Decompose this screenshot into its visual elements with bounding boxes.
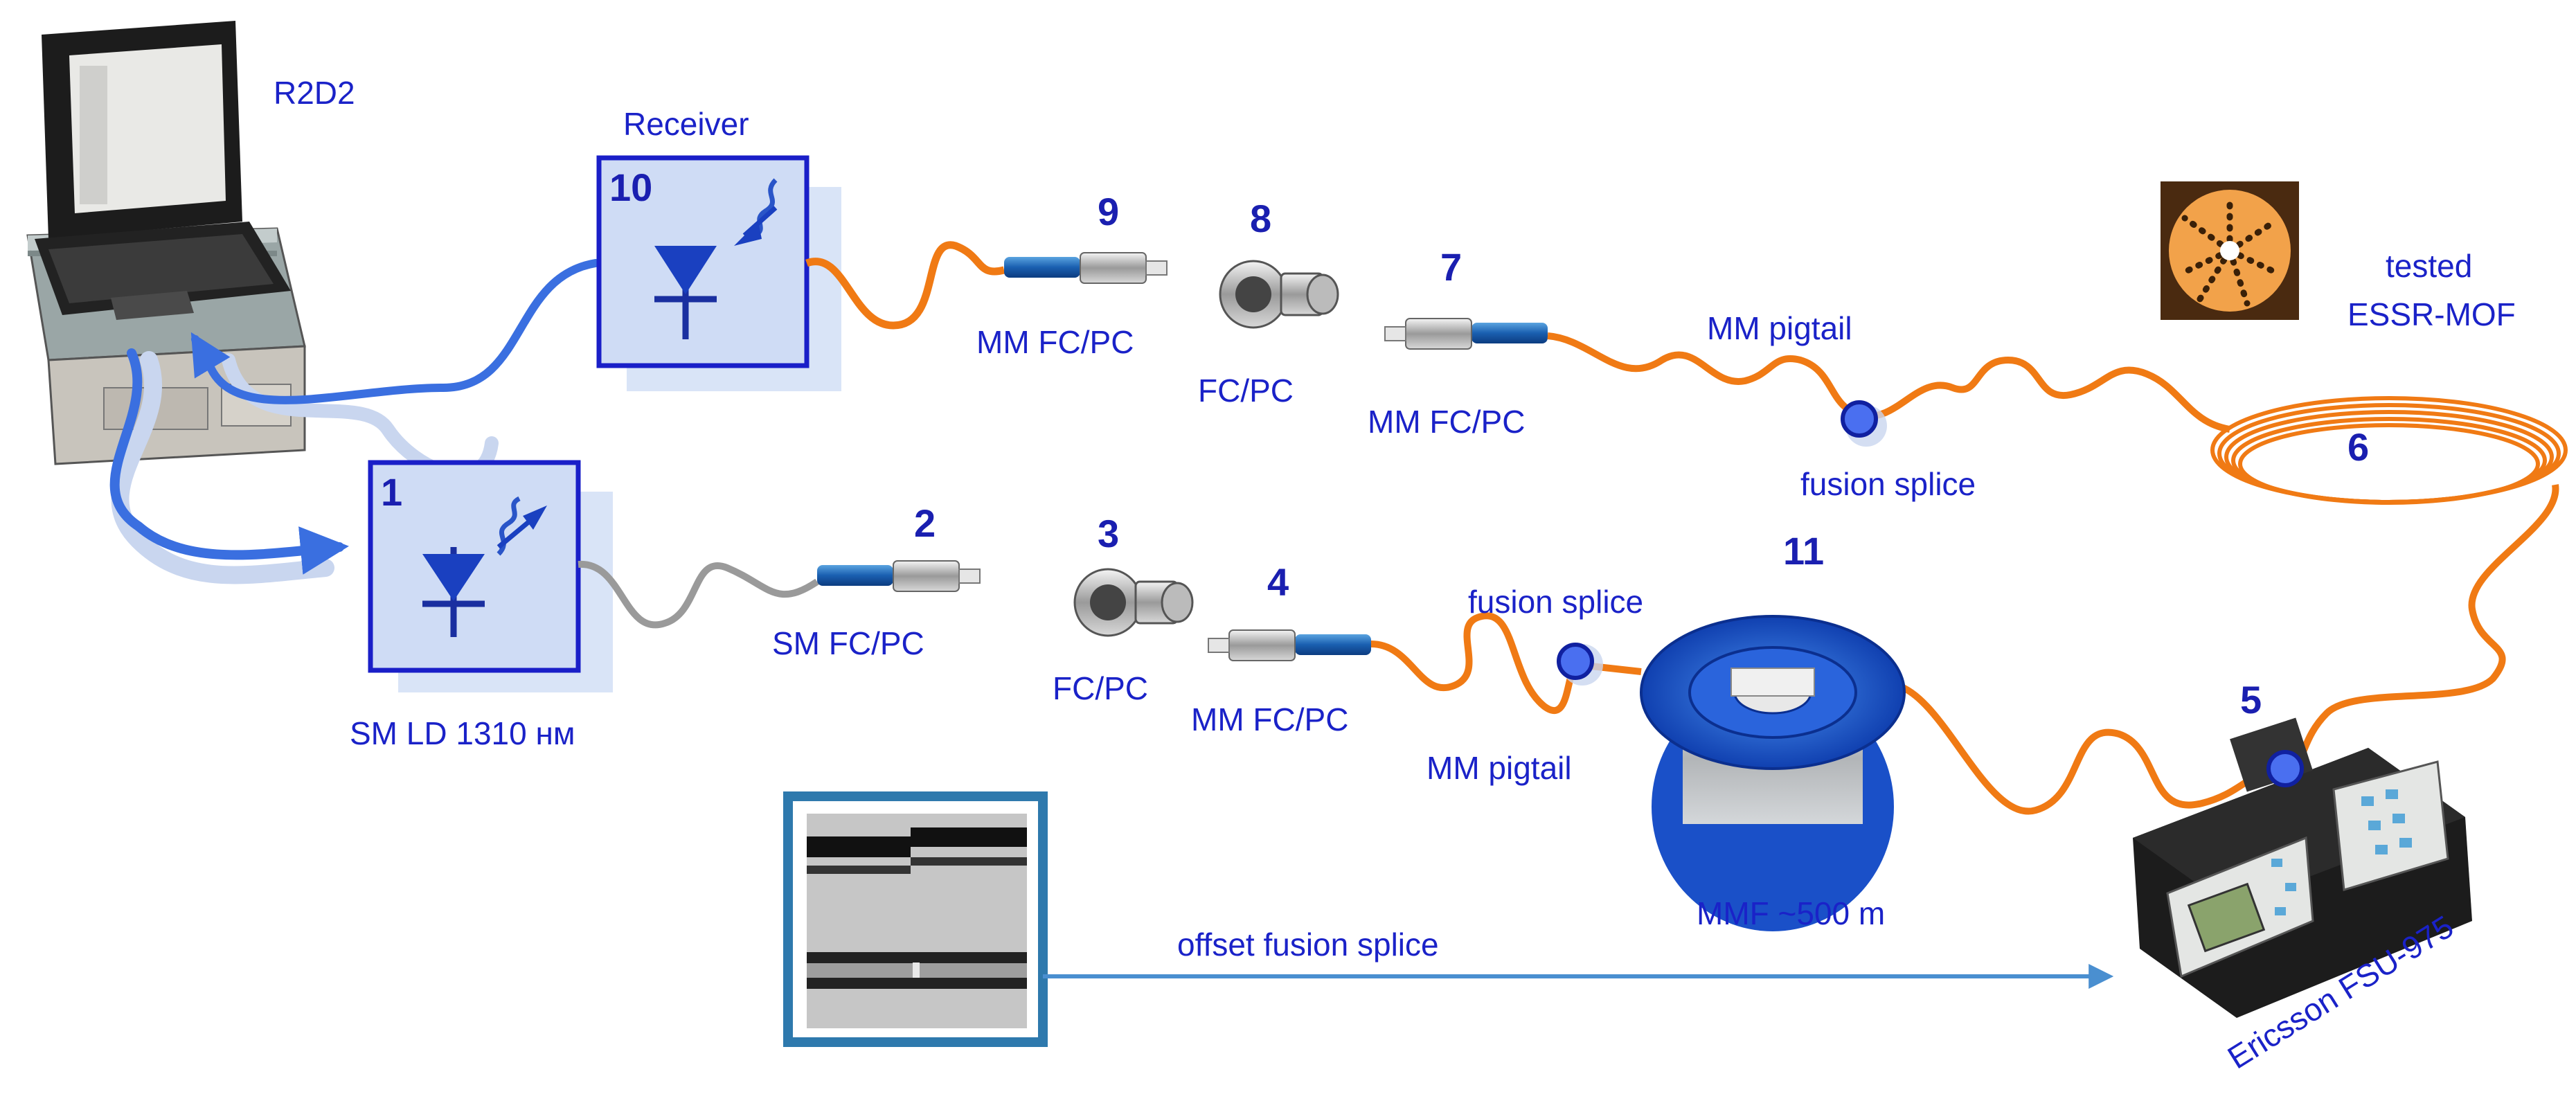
laser-label: SM LD 1310 нм [350, 715, 575, 751]
connector-icon [1208, 629, 1371, 661]
splice-micrograph-image [783, 791, 1048, 1047]
connector-icon [1384, 318, 1548, 350]
number-7: 7 [1440, 245, 1462, 289]
number-10: 10 [609, 165, 652, 209]
connector-icon [817, 560, 981, 592]
fiber-spool-icon [1640, 615, 1906, 931]
number-11: 11 [1783, 529, 1824, 573]
number-2: 2 [914, 501, 936, 545]
adapter-icon [1219, 260, 1339, 329]
tested-fiber-label-line2: ESSR-MOF [2347, 296, 2516, 332]
sm-connector-label: SM FC/PC [772, 625, 924, 661]
fiber-coil [2210, 396, 2568, 505]
fusion-splice-top-label: fusion splice [1800, 466, 1976, 502]
number-6: 6 [2347, 425, 2369, 469]
fusion-splicer-icon [2133, 717, 2472, 1018]
connector-icon [1004, 252, 1168, 284]
number-5: 5 [2240, 678, 2262, 722]
fusion-splice-bottom [1557, 643, 1603, 686]
mm-pigtail-bottom [1370, 612, 1642, 715]
laser-box [368, 460, 613, 692]
tested-fiber-label-line1: tested [2386, 248, 2472, 284]
receiver-label: Receiver [623, 106, 749, 142]
laptop-label: R2D2 [274, 75, 355, 111]
mm-connector-4-label: MM FC/PC [1191, 701, 1348, 737]
spool-label: MMF ~500 m [1697, 895, 1885, 931]
mm-pigtail-top [1547, 332, 2230, 433]
spool-to-splicer-fiber [1896, 682, 2286, 815]
mm-connector-7-label: MM FC/PC [1368, 404, 1525, 440]
receiver-box [596, 155, 841, 391]
laser-diode-icon [422, 496, 547, 637]
number-8: 8 [1250, 197, 1271, 240]
adapter-icon [1073, 568, 1194, 637]
adapter-top-label: FC/PC [1198, 373, 1294, 409]
number-4: 4 [1267, 560, 1289, 604]
sm-fiber [578, 560, 819, 629]
coil-to-splicer-fiber [2284, 484, 2559, 772]
adapter-bottom-label: FC/PC [1053, 670, 1148, 706]
number-3: 3 [1098, 512, 1119, 555]
fusion-splice-splicer [2266, 750, 2304, 787]
fiber-cross-section-image [2161, 181, 2299, 320]
number-9: 9 [1098, 190, 1119, 233]
photodiode-icon [654, 178, 778, 339]
fusion-splice-top [1841, 400, 1887, 447]
offset-splice-label: offset fusion splice [1177, 927, 1439, 963]
number-1: 1 [381, 470, 402, 514]
mm-fiber-receiver [805, 241, 1005, 330]
pigtail-top-label: MM pigtail [1707, 310, 1852, 346]
fusion-splice-bottom-label: fusion splice [1468, 584, 1643, 620]
mm-connector-9-label: MM FC/PC [976, 324, 1134, 360]
pigtail-bottom-label: MM pigtail [1426, 750, 1572, 786]
